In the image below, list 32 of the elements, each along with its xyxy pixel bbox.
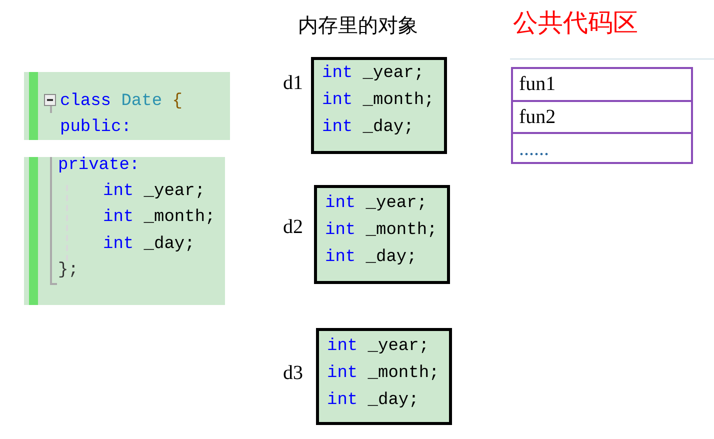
table-row — [511, 100, 693, 134]
code-text: int _day; — [322, 117, 414, 139]
section-heading: 内存里的对象 — [298, 12, 418, 39]
code-panel — [24, 72, 230, 140]
code-text: int _day; — [327, 390, 419, 412]
code-text: public: — [60, 118, 132, 138]
object-box — [314, 185, 450, 284]
code-text: int _day; — [103, 235, 195, 255]
code-text: }; — [58, 261, 78, 281]
function-name: fun2 — [519, 106, 556, 128]
code-text: int _year; — [103, 182, 206, 202]
code-text: int _month; — [327, 363, 440, 385]
ellipsis-text: ...... — [519, 138, 549, 160]
object-box — [316, 328, 452, 425]
object-box — [311, 57, 447, 154]
code-panel — [24, 157, 225, 305]
code-text: int _day; — [325, 247, 417, 269]
code-text: int _month; — [103, 208, 216, 228]
table-row — [511, 132, 693, 164]
code-text: int _year; — [327, 336, 430, 358]
code-text: int _month; — [325, 220, 438, 242]
object-name: d1 — [283, 72, 303, 95]
code-text: private: — [58, 156, 140, 176]
section-heading: 公共代码区 — [513, 7, 638, 39]
code-text: int _year; — [322, 63, 424, 85]
object-name: d3 — [283, 362, 303, 385]
object-name: d2 — [283, 216, 303, 239]
code-text: int _month; — [322, 90, 434, 112]
code-text: int _year; — [325, 193, 428, 215]
table-row — [511, 67, 693, 102]
code-text: class Date { — [60, 92, 182, 112]
function-name: fun1 — [519, 73, 556, 95]
